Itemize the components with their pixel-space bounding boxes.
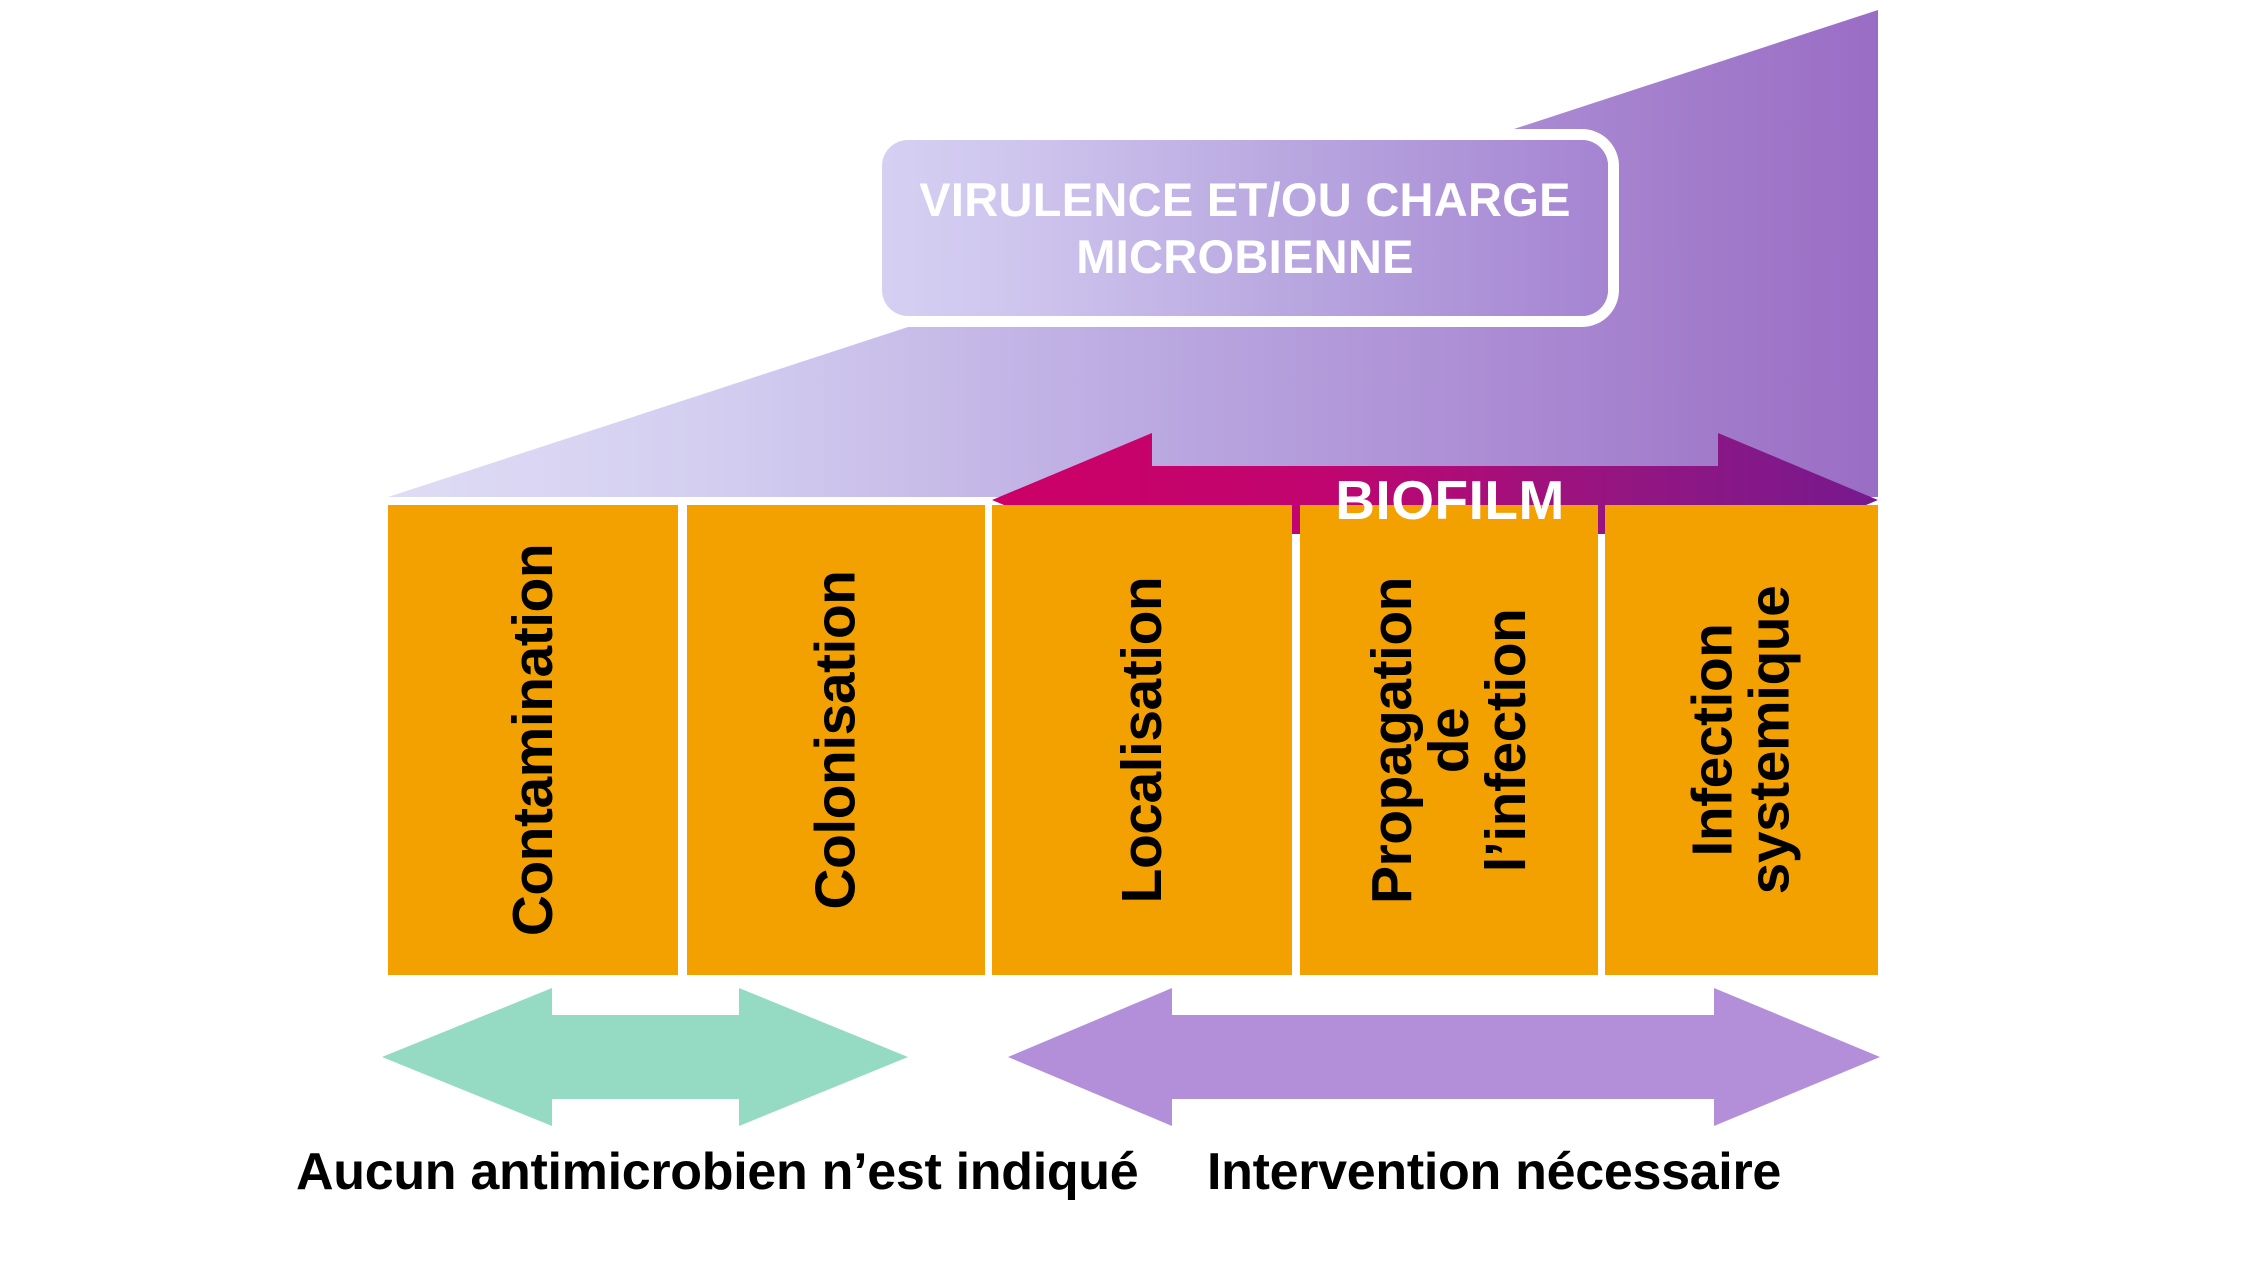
stage-label-infection-systemique-line1: Infection	[1680, 623, 1745, 857]
intervention-arrow	[1008, 988, 1880, 1126]
caption-no-antimicrobial: Aucun antimicrobien n’est indiqué	[296, 1143, 1139, 1201]
stage-box-propagation[interactable]: Propagation de l’infection	[1300, 505, 1598, 975]
stage-label-propagation: Propagation de l’infection	[1360, 576, 1538, 903]
stage-label-propagation-line1: Propagation de	[1359, 576, 1481, 904]
stage-label-colonisation: Colonisation	[803, 570, 868, 910]
stage-box-contamination[interactable]: Contamination	[388, 505, 678, 975]
virulence-callout-text: VIRULENCE ET/OU CHARGE MICROBIENNE	[919, 172, 1571, 283]
caption-intervention-needed: Intervention nécessaire	[1207, 1143, 1782, 1201]
stage-label-contamination: Contamination	[500, 543, 565, 937]
stage-box-localisation[interactable]: Localisation	[992, 505, 1292, 975]
stage-label-localisation: Localisation	[1109, 576, 1174, 904]
no-antimicrobial-arrow	[382, 988, 908, 1126]
stage-label-propagation-line2: l’infection	[1473, 608, 1538, 872]
stage-box-colonisation[interactable]: Colonisation	[687, 505, 985, 975]
virulence-callout-box[interactable]: VIRULENCE ET/OU CHARGE MICROBIENNE	[882, 140, 1608, 316]
stage-box-infection-systemique[interactable]: Infection systemique	[1605, 505, 1878, 975]
stage-label-infection-systemique: Infection systemique	[1681, 585, 1802, 895]
stage-label-infection-systemique-line2: systemique	[1737, 585, 1802, 895]
